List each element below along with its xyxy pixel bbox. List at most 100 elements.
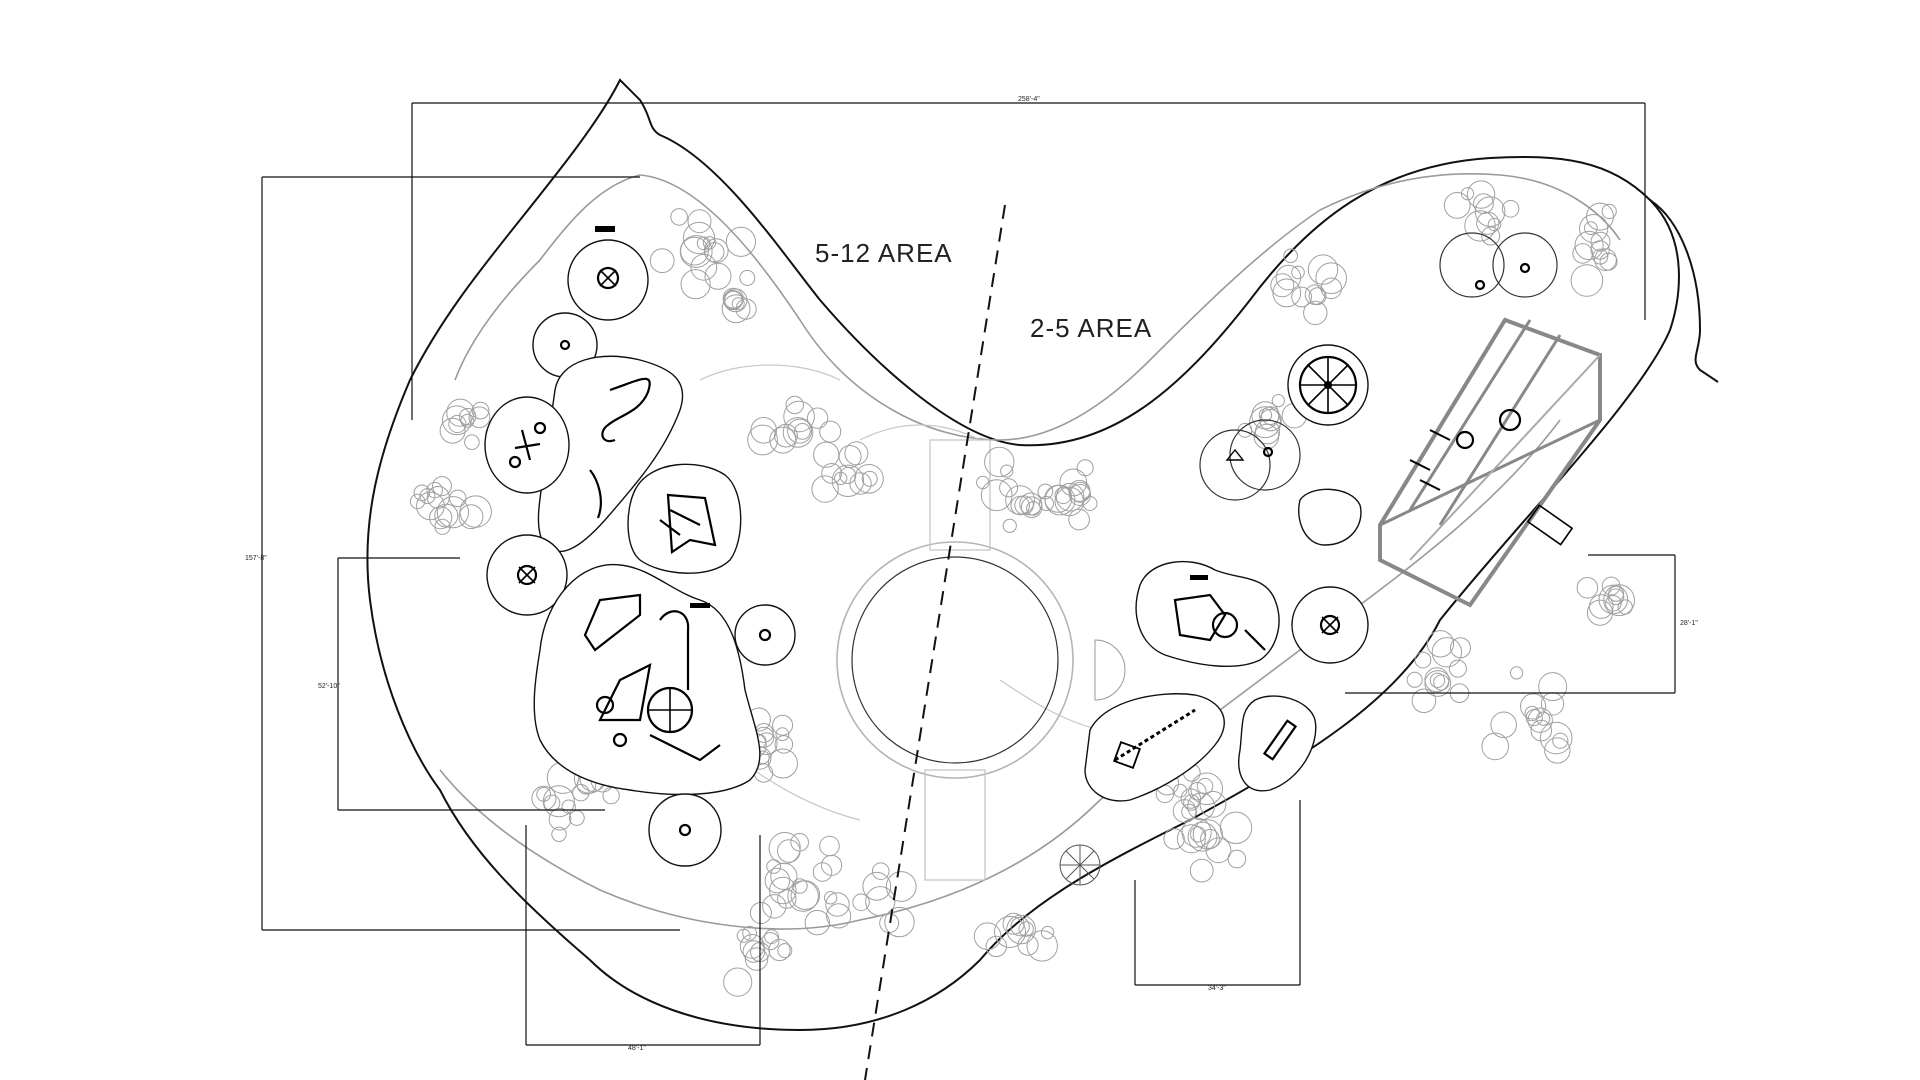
tree-canopy-icon [464, 434, 480, 451]
tree-canopy-icon [747, 424, 778, 456]
tree-canopy-icon [1510, 666, 1524, 680]
tree-canopy-icon [980, 479, 1013, 512]
tree-canopy-icon [1320, 277, 1343, 300]
tree-canopy-icon [1283, 248, 1298, 264]
tree-canopy-icon [703, 238, 729, 264]
tree-canopy-icon [670, 208, 688, 226]
tree-canopy-icon [680, 236, 709, 266]
tree-canopy-icon [1014, 495, 1034, 516]
tree-canopy-icon [819, 420, 842, 443]
tree-canopy-icon [1481, 226, 1501, 246]
tree-canopy-icon [1270, 273, 1295, 298]
tree-canopy-icon [1006, 914, 1036, 945]
tree-canopy-icon [1524, 705, 1540, 722]
tree-canopy-icon [1443, 192, 1471, 219]
tree-canopy-icon [1466, 180, 1496, 209]
tree-canopy-icon [831, 464, 865, 497]
tree-canopy-icon [1539, 721, 1573, 755]
tree-canopy-icon [767, 748, 798, 779]
tree-canopy-icon [1190, 826, 1207, 843]
tree-canopy-icon [725, 226, 757, 257]
tree-canopy-icon [777, 943, 793, 959]
tree-canopy-icon [764, 929, 779, 945]
tree-canopy-icon [704, 262, 732, 290]
tree-canopy-icon [854, 464, 884, 494]
tree-canopy-icon [1544, 737, 1571, 764]
tree-canopy-icon [973, 922, 1002, 951]
tree-canopy-icon [1173, 783, 1188, 798]
tree-canopy-icon [1424, 670, 1452, 697]
dimension-annotations: 258'-4" 157'-8" 52'-10" 28'-1" 48'-1" 34… [245, 96, 1698, 1052]
dim-bottom-right-width: 34'-3" [1208, 985, 1226, 992]
tree-canopy-icon [722, 287, 744, 309]
younger-kids-play-area [1059, 232, 1558, 886]
tree-canopy-icon [744, 947, 769, 971]
tree-canopy-icon [865, 886, 896, 917]
tree-canopy-icon [777, 839, 801, 863]
tree-canopy-icon [821, 463, 842, 484]
tree-canopy-icon [825, 892, 850, 917]
tree-canopy-icon [1424, 667, 1450, 693]
tree-canopy-icon [1308, 287, 1327, 306]
tree-canopy-icon [436, 496, 469, 529]
tree-canopy-icon [852, 893, 870, 912]
tree-canopy-icon [1163, 828, 1185, 850]
tree-canopy-icon [1258, 408, 1273, 422]
tree-canopy-icon [1501, 200, 1520, 218]
tree-canopy-icon [862, 871, 892, 901]
tree-canopy-icon [1574, 230, 1604, 261]
tree-canopy-icon [774, 423, 798, 448]
dim-bottom-left-width: 48'-1" [628, 1045, 646, 1052]
tree-canopy-icon [806, 407, 829, 429]
site-boundary [366, 78, 1719, 1032]
tree-canopy-icon [1414, 651, 1432, 669]
tree-canopy-icon [1590, 231, 1611, 252]
tree-canopy-icon [1010, 495, 1031, 516]
dim-overall-width: 258'-4" [1018, 96, 1040, 103]
tree-canopy-icon [1473, 193, 1494, 215]
tree-canopy-icon [1576, 577, 1599, 599]
zone-label-older: 5-12 AREA [815, 238, 953, 268]
tree-canopy-icon [1181, 803, 1197, 820]
tree-canopy-icon [561, 799, 576, 814]
tree-canopy-icon [1448, 659, 1467, 678]
tree-canopy-icon [1026, 501, 1041, 516]
tree-canopy-icon [696, 236, 711, 251]
tree-canopy-icon [1272, 278, 1302, 308]
tree-canopy-icon [1020, 496, 1043, 519]
tree-canopy-icon [884, 906, 915, 938]
tree-canopy-icon [649, 248, 675, 274]
tree-canopy-icon [548, 807, 572, 831]
tree-canopy-icon [762, 894, 787, 919]
tree-canopy-icon [542, 785, 575, 818]
tree-canopy-icon [1592, 248, 1609, 265]
tree-canopy-icon [572, 784, 590, 802]
tree-canopy-icon [1426, 630, 1455, 658]
older-kids-play-area [484, 226, 796, 867]
tree-canopy-icon [721, 294, 751, 324]
tree-canopy-icon [1599, 252, 1618, 271]
tree-canopy-icon [844, 441, 869, 466]
tree-canopy-icon [1002, 912, 1025, 935]
tree-canopy-icon [1040, 925, 1055, 940]
tree-canopy-icon [1054, 486, 1072, 505]
zone-label-younger: 2-5 AREA [1030, 313, 1152, 343]
dim-right-inner-height: 28'-1" [1680, 620, 1698, 627]
tree-canopy-icon [783, 400, 815, 433]
tree-canopy-icon [439, 417, 466, 444]
tree-canopy-icon [551, 826, 567, 842]
tree-canopy-icon [1601, 576, 1621, 596]
tree-canopy-icon [1188, 782, 1207, 801]
tree-canopy-icon [449, 489, 467, 508]
tree-canopy-icon [1187, 821, 1218, 852]
tree-canopy-icon [468, 406, 491, 429]
tree-canopy-icon [1291, 265, 1305, 280]
tree-canopy-icon [1018, 921, 1034, 937]
tree-canopy-icon [471, 401, 490, 420]
tree-canopy-icon [1187, 792, 1215, 821]
tree-canopy-icon [1464, 210, 1496, 242]
tree-canopy-icon [984, 446, 1015, 478]
tree-canopy-icon [441, 405, 472, 436]
tree-canopy-icon [775, 727, 790, 742]
